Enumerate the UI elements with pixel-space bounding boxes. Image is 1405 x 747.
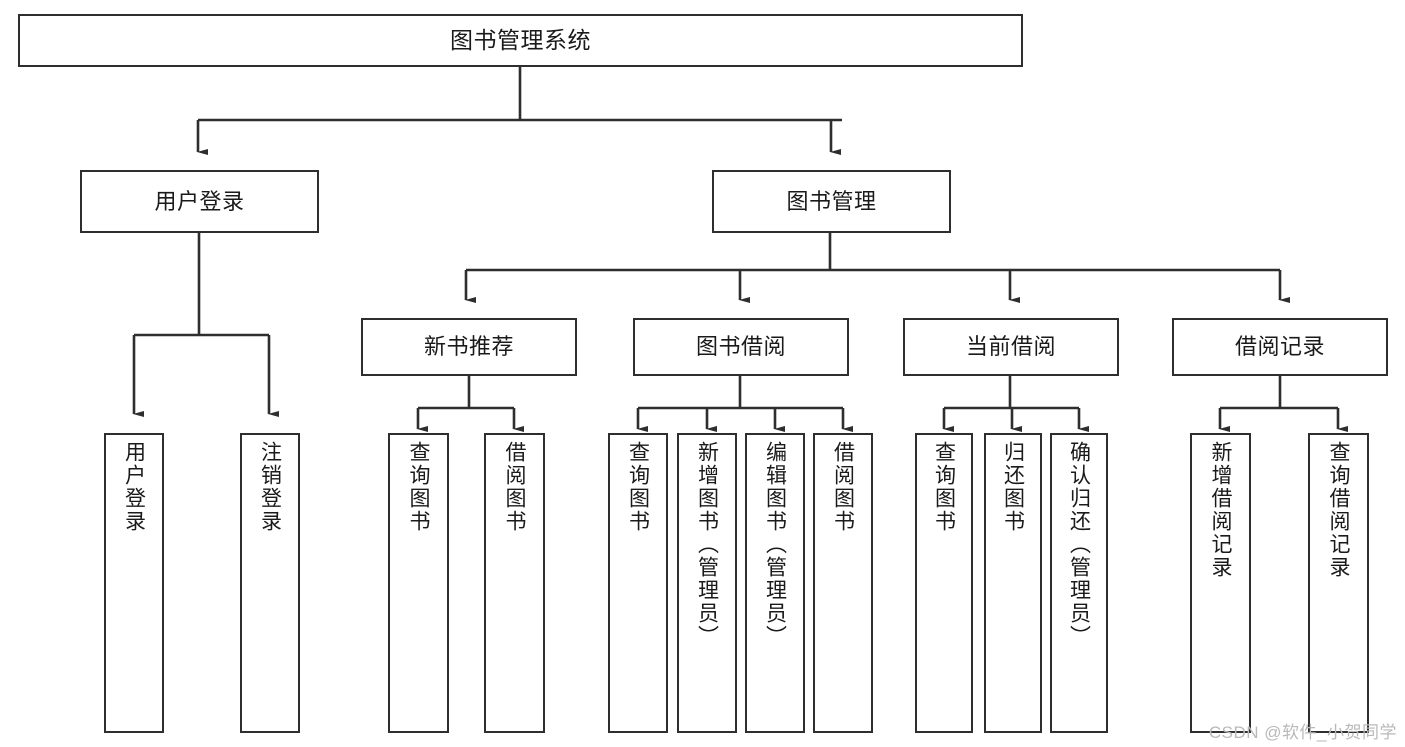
- leaf-return-book[interactable]: 归还图书: [984, 433, 1042, 733]
- node-label: 借阅图书: [503, 441, 526, 533]
- watermark-text: CSDN @软件_小贺同学: [1208, 723, 1397, 742]
- leaf-add-book[interactable]: 新增图书（管理员）: [677, 433, 737, 733]
- leaf-query-book-1[interactable]: 查询图书: [388, 433, 449, 733]
- leaf-borrow-book-1[interactable]: 借阅图书: [484, 433, 545, 733]
- node-label: 借阅记录: [1234, 334, 1325, 360]
- node-label: 用户登录: [122, 441, 146, 533]
- node-root-book-management-system[interactable]: 图书管理系统: [18, 14, 1023, 67]
- node-label: 查询图书: [407, 441, 430, 533]
- leaf-user-login[interactable]: 用户登录: [104, 433, 164, 733]
- node-label: 图书借阅: [695, 334, 786, 360]
- node-book-borrow[interactable]: 图书借阅: [633, 318, 849, 376]
- node-label: 编辑图书（管理员）: [763, 441, 787, 648]
- node-borrow-record[interactable]: 借阅记录: [1172, 318, 1388, 376]
- node-label: 图书管理: [786, 188, 877, 214]
- node-label: 归还图书: [1001, 441, 1025, 533]
- leaf-edit-book[interactable]: 编辑图书（管理员）: [745, 433, 805, 733]
- node-user-login[interactable]: 用户登录: [80, 170, 319, 233]
- node-label: 图书管理系统: [450, 26, 591, 53]
- node-label: 注销登录: [258, 441, 282, 533]
- node-book-management[interactable]: 图书管理: [712, 170, 951, 233]
- node-label: 新增借阅记录: [1209, 441, 1232, 579]
- node-label: 新增图书（管理员）: [695, 441, 719, 648]
- node-label: 当前借阅: [965, 334, 1056, 360]
- node-label: 新书推荐: [423, 334, 514, 360]
- leaf-logout[interactable]: 注销登录: [240, 433, 300, 733]
- node-current-borrow[interactable]: 当前借阅: [903, 318, 1119, 376]
- leaf-query-record[interactable]: 查询借阅记录: [1308, 433, 1369, 733]
- leaf-confirm-return[interactable]: 确认归还（管理员）: [1050, 433, 1108, 733]
- leaf-query-book-3[interactable]: 查询图书: [915, 433, 973, 733]
- node-label: 借阅图书: [831, 441, 855, 533]
- leaf-add-record[interactable]: 新增借阅记录: [1190, 433, 1251, 733]
- node-label: 查询图书: [932, 441, 956, 533]
- node-label: 查询图书: [626, 441, 650, 533]
- node-label: 查询借阅记录: [1327, 441, 1350, 579]
- leaf-borrow-book-2[interactable]: 借阅图书: [813, 433, 873, 733]
- node-label: 确认归还（管理员）: [1067, 441, 1091, 648]
- leaf-query-book-2[interactable]: 查询图书: [608, 433, 668, 733]
- node-new-book-recommend[interactable]: 新书推荐: [361, 318, 577, 376]
- node-label: 用户登录: [154, 188, 245, 214]
